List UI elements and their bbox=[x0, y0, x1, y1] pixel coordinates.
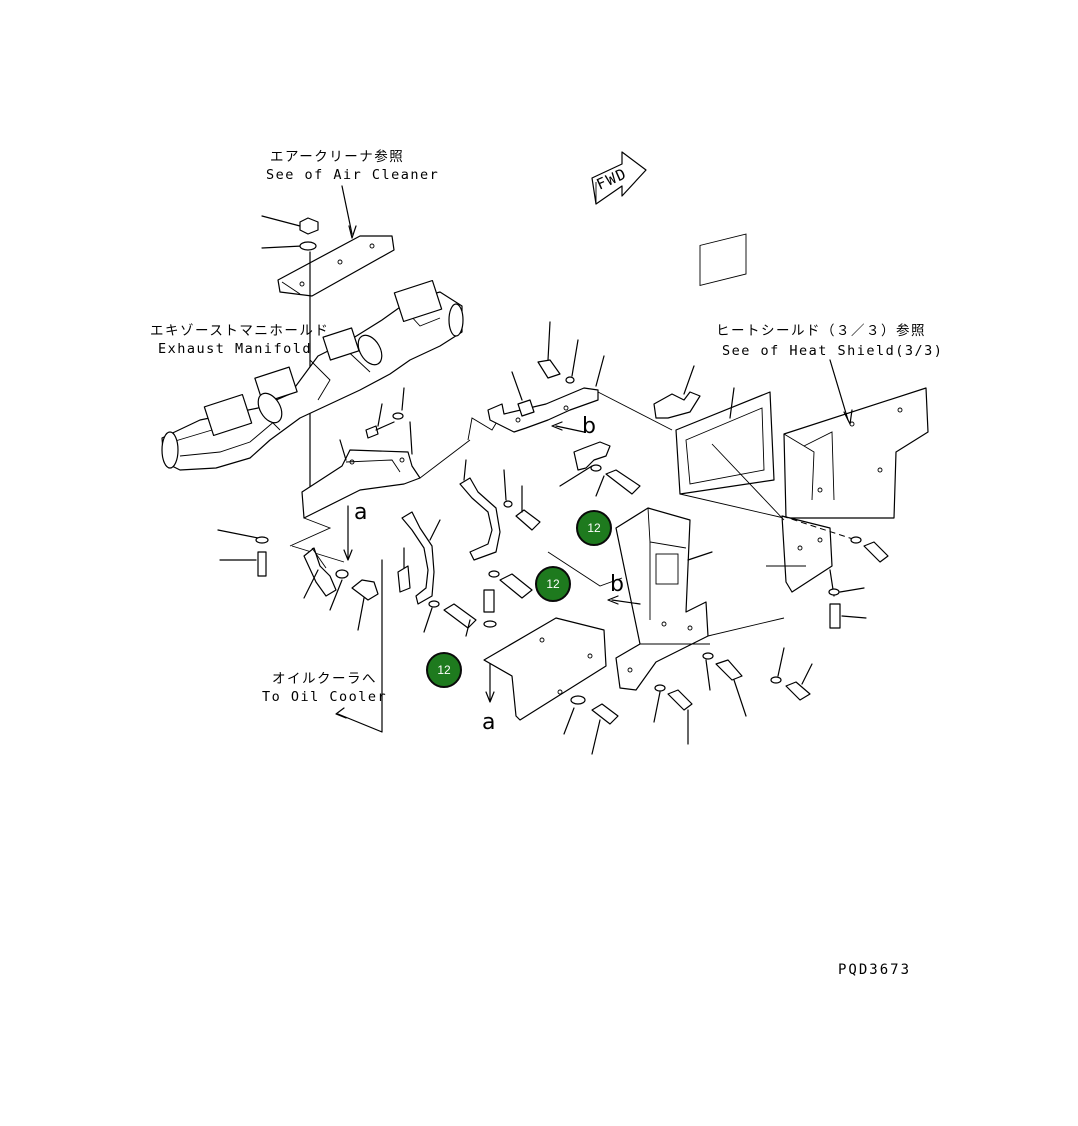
fwd-arrow-icon bbox=[591, 151, 647, 205]
callout-12-a[interactable]: 12 bbox=[576, 510, 612, 546]
heat-shield-label-jp: ヒートシールド（３／３）参照 bbox=[716, 323, 926, 339]
upper-middle-bracket bbox=[487, 387, 599, 433]
air-cleaner-label-en: See of Air Cleaner bbox=[266, 167, 440, 183]
bottom-shield-plate bbox=[483, 617, 607, 721]
air-cleaner-bracket bbox=[277, 235, 395, 297]
heat-shield-right bbox=[783, 387, 929, 519]
exhaust-manifold bbox=[161, 279, 464, 471]
u-bracket-left bbox=[303, 547, 337, 597]
lower-right-plate bbox=[781, 515, 833, 593]
ref-letter-a-bottom: a bbox=[482, 710, 496, 735]
callout-12-c[interactable]: 12 bbox=[426, 652, 462, 688]
heat-shield-label-en: See of Heat Shield(3/3) bbox=[722, 343, 944, 359]
upper-right-shield bbox=[675, 233, 775, 495]
s-bracket bbox=[459, 477, 501, 561]
callout-12-b[interactable]: 12 bbox=[535, 566, 571, 602]
drawing-code: PQD3673 bbox=[838, 962, 912, 978]
oil-cooler-label-jp: オイルクーラへ bbox=[272, 671, 377, 687]
air-cleaner-label-jp: エアークリーナ参照 bbox=[270, 149, 405, 165]
central-bracket bbox=[615, 507, 709, 691]
ref-letter-b-lower: b bbox=[610, 572, 624, 597]
manifold-label-en: Exhaust Manifold bbox=[158, 341, 313, 357]
middle-bracket bbox=[401, 511, 441, 605]
ref-letter-a-left: a bbox=[354, 500, 368, 525]
manifold-label-jp: エキゾーストマニホールド bbox=[150, 323, 330, 339]
oil-cooler-label-en: To Oil Cooler bbox=[262, 689, 388, 705]
ref-letter-b-upper: b bbox=[582, 414, 596, 439]
